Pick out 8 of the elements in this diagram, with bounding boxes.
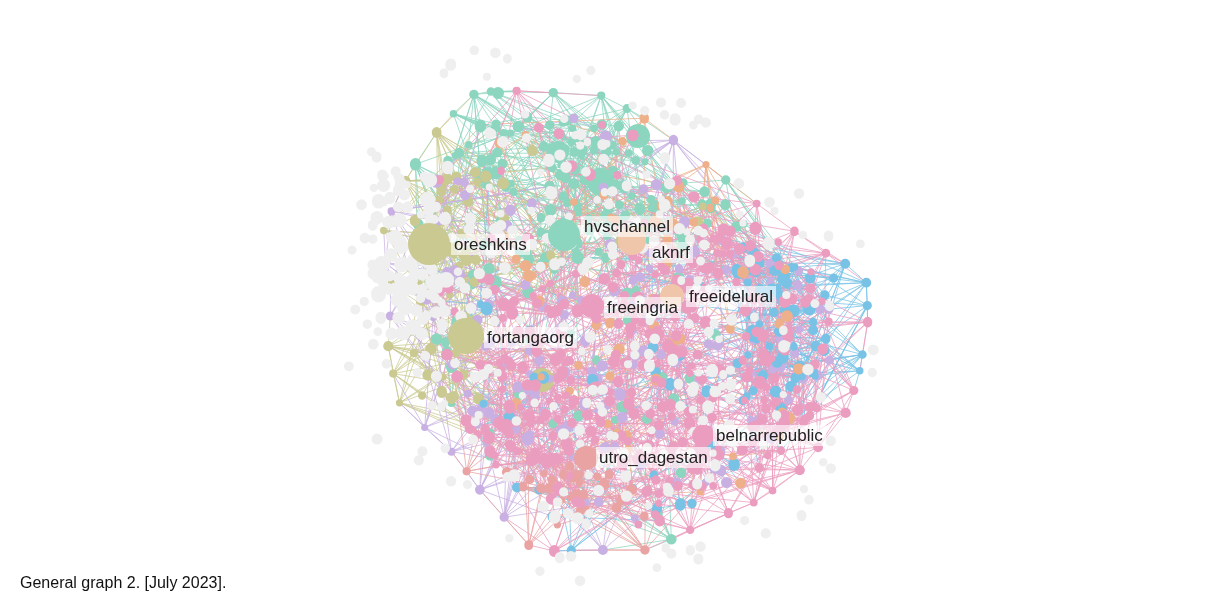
node-label: freeidelural: [686, 285, 777, 307]
node-label: belnarrepublic: [713, 424, 826, 446]
node-label: hvschannel: [581, 215, 673, 237]
node-label: utro_dagestan: [596, 446, 711, 468]
node-label: aknrf: [649, 241, 693, 263]
node-label: fortangaorg: [484, 326, 577, 348]
node-label: oreshkins: [451, 233, 530, 255]
caption: General graph 2. [July 2023].: [20, 574, 227, 592]
